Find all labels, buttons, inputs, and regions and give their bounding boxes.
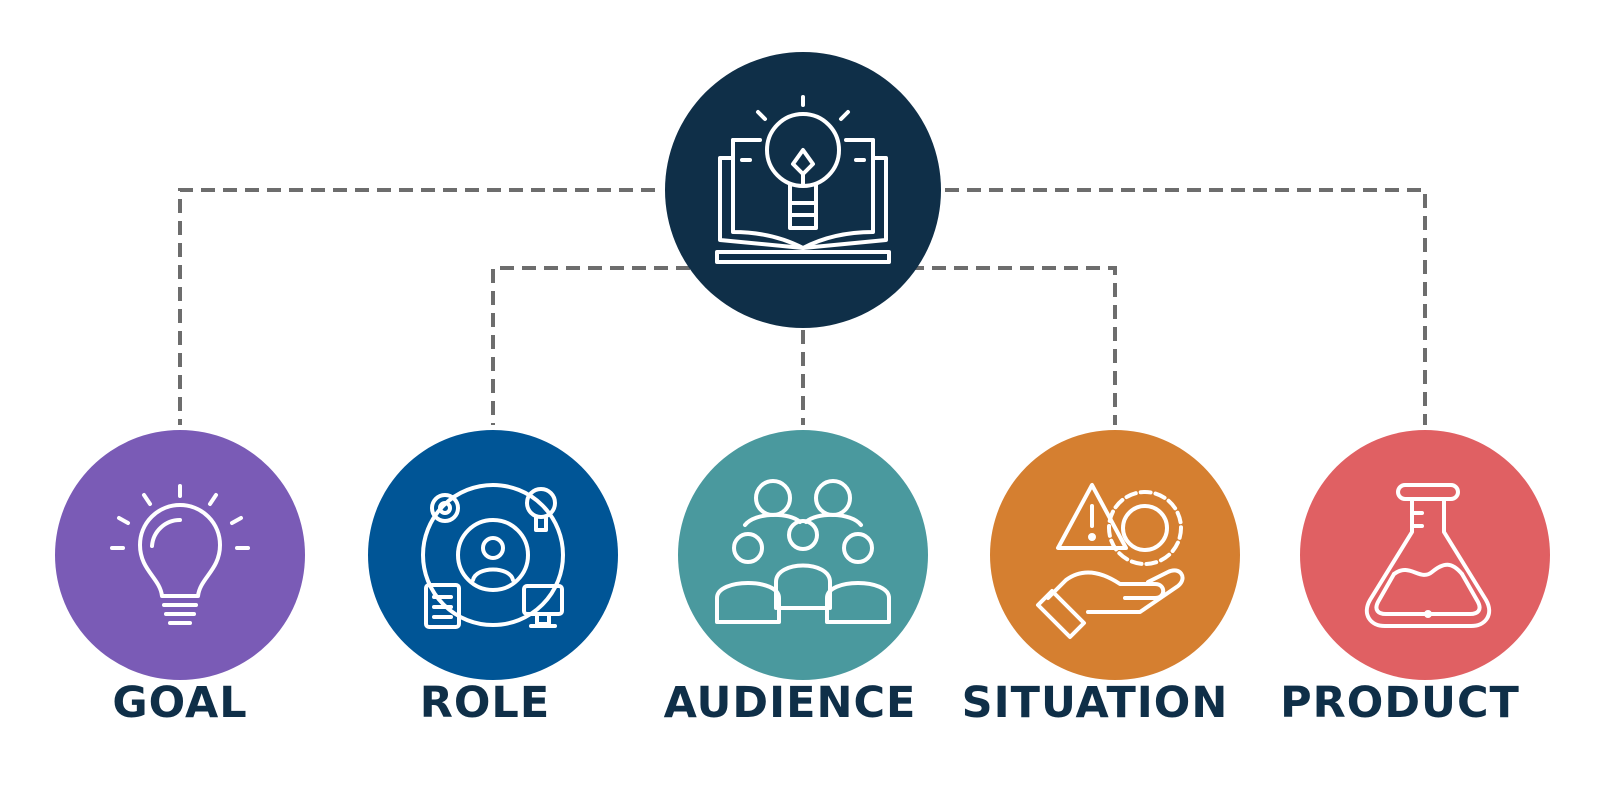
connector-role — [491, 266, 690, 425]
label-role: ROLE — [419, 678, 551, 728]
label-goal: GOAL — [112, 678, 248, 728]
open-book-lightbulb-icon — [715, 95, 891, 264]
node-role — [368, 430, 618, 680]
center-node — [665, 52, 941, 328]
lightbulb-icon — [110, 484, 250, 625]
node-situation — [990, 430, 1240, 680]
connector-situation — [910, 266, 1117, 425]
group-people-icon — [715, 479, 891, 624]
label-audience: AUDIENCE — [663, 678, 917, 728]
connector-product — [945, 188, 1427, 425]
hand-warning-gear-icon — [1036, 483, 1185, 639]
label-situation: SITUATION — [961, 678, 1229, 728]
flask-icon — [1364, 483, 1492, 628]
node-audience — [678, 430, 928, 680]
label-product: PRODUCT — [1280, 678, 1520, 728]
connector-goal — [178, 188, 655, 425]
connectors — [178, 188, 1427, 425]
user-roles-icon — [421, 483, 565, 629]
node-product — [1300, 430, 1550, 680]
node-goal — [55, 430, 305, 680]
